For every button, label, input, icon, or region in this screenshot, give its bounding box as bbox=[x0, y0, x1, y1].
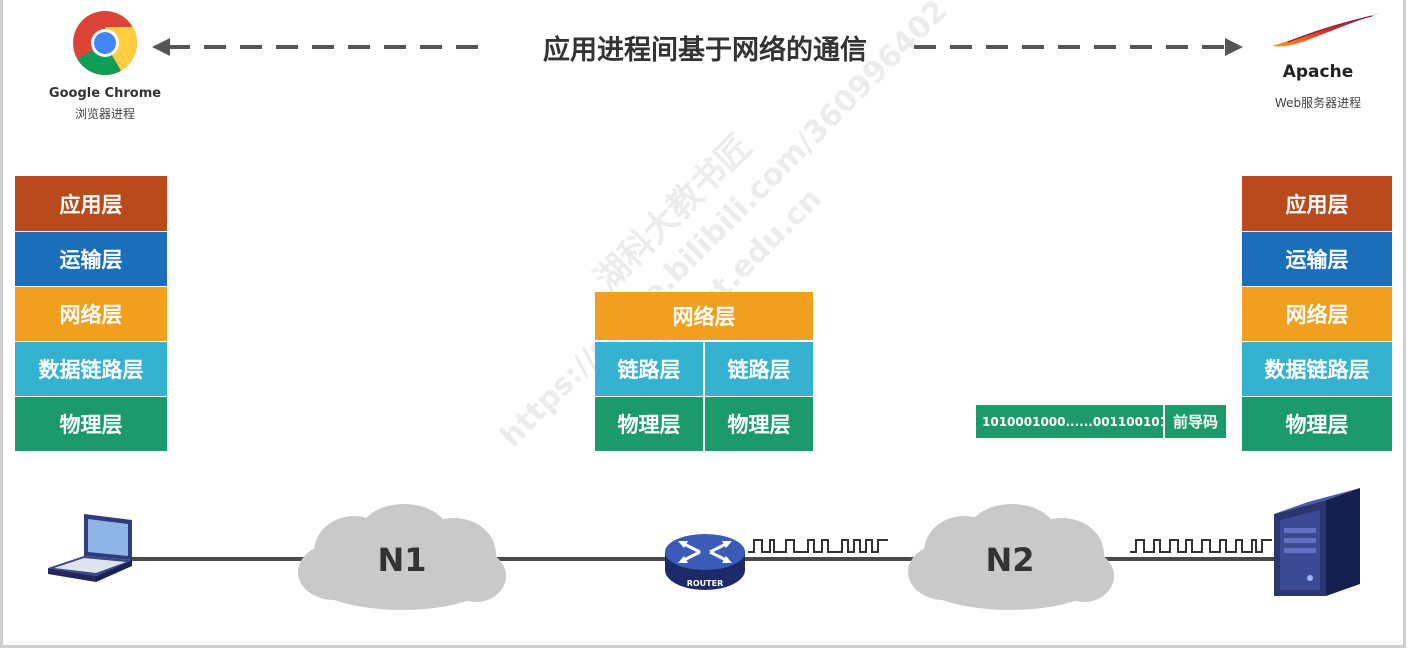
right-dashed-arrow bbox=[914, 38, 1243, 56]
right-process-label: Web服务器进程 bbox=[1274, 96, 1362, 110]
cloud-n2-label: N2 bbox=[985, 541, 1035, 579]
router-network-layer: 网络层 bbox=[595, 292, 813, 340]
router-link-layer-left: 链路层 bbox=[595, 342, 703, 396]
router-label: ROUTER bbox=[686, 579, 724, 588]
server-icon bbox=[1274, 488, 1360, 596]
cloud-n1-icon bbox=[298, 504, 506, 610]
left-dashed-arrow bbox=[152, 38, 480, 56]
frame-preamble: 前导码 bbox=[1163, 405, 1226, 438]
cloud-n1-label: N1 bbox=[377, 541, 427, 579]
router-link-layer-right: 链路层 bbox=[705, 342, 813, 396]
router-physical-layer-left: 物理层 bbox=[595, 397, 703, 451]
right-app-name: Apache bbox=[1282, 62, 1354, 82]
cloud-n2-icon bbox=[908, 504, 1114, 610]
chrome-logo-icon bbox=[73, 11, 137, 75]
left-physical-layer: 物理层 bbox=[15, 397, 167, 451]
left-app-name: Google Chrome bbox=[48, 86, 162, 101]
left-datalink-layer: 数据链路层 bbox=[15, 342, 167, 396]
right-datalink-layer: 数据链路层 bbox=[1242, 342, 1392, 396]
signal-wave-2 bbox=[1130, 539, 1272, 553]
frame-bitstream: 1010001000......0011001010 bbox=[976, 405, 1176, 438]
router-icon bbox=[665, 534, 745, 590]
left-network-layer: 网络层 bbox=[15, 287, 167, 341]
left-process-label: 浏览器进程 bbox=[74, 107, 135, 121]
laptop-icon bbox=[48, 514, 132, 582]
apache-feather-icon bbox=[1272, 12, 1384, 47]
right-network-layer: 网络层 bbox=[1242, 287, 1392, 341]
signal-wave-1 bbox=[748, 539, 888, 553]
right-transport-layer: 运输层 bbox=[1242, 232, 1392, 286]
diagram-title: 应用进程间基于网络的通信 bbox=[543, 35, 867, 66]
right-application-layer: 应用层 bbox=[1242, 176, 1392, 231]
right-physical-layer: 物理层 bbox=[1242, 397, 1392, 451]
left-application-layer: 应用层 bbox=[15, 176, 167, 231]
left-transport-layer: 运输层 bbox=[15, 232, 167, 286]
router-physical-layer-right: 物理层 bbox=[705, 397, 813, 451]
